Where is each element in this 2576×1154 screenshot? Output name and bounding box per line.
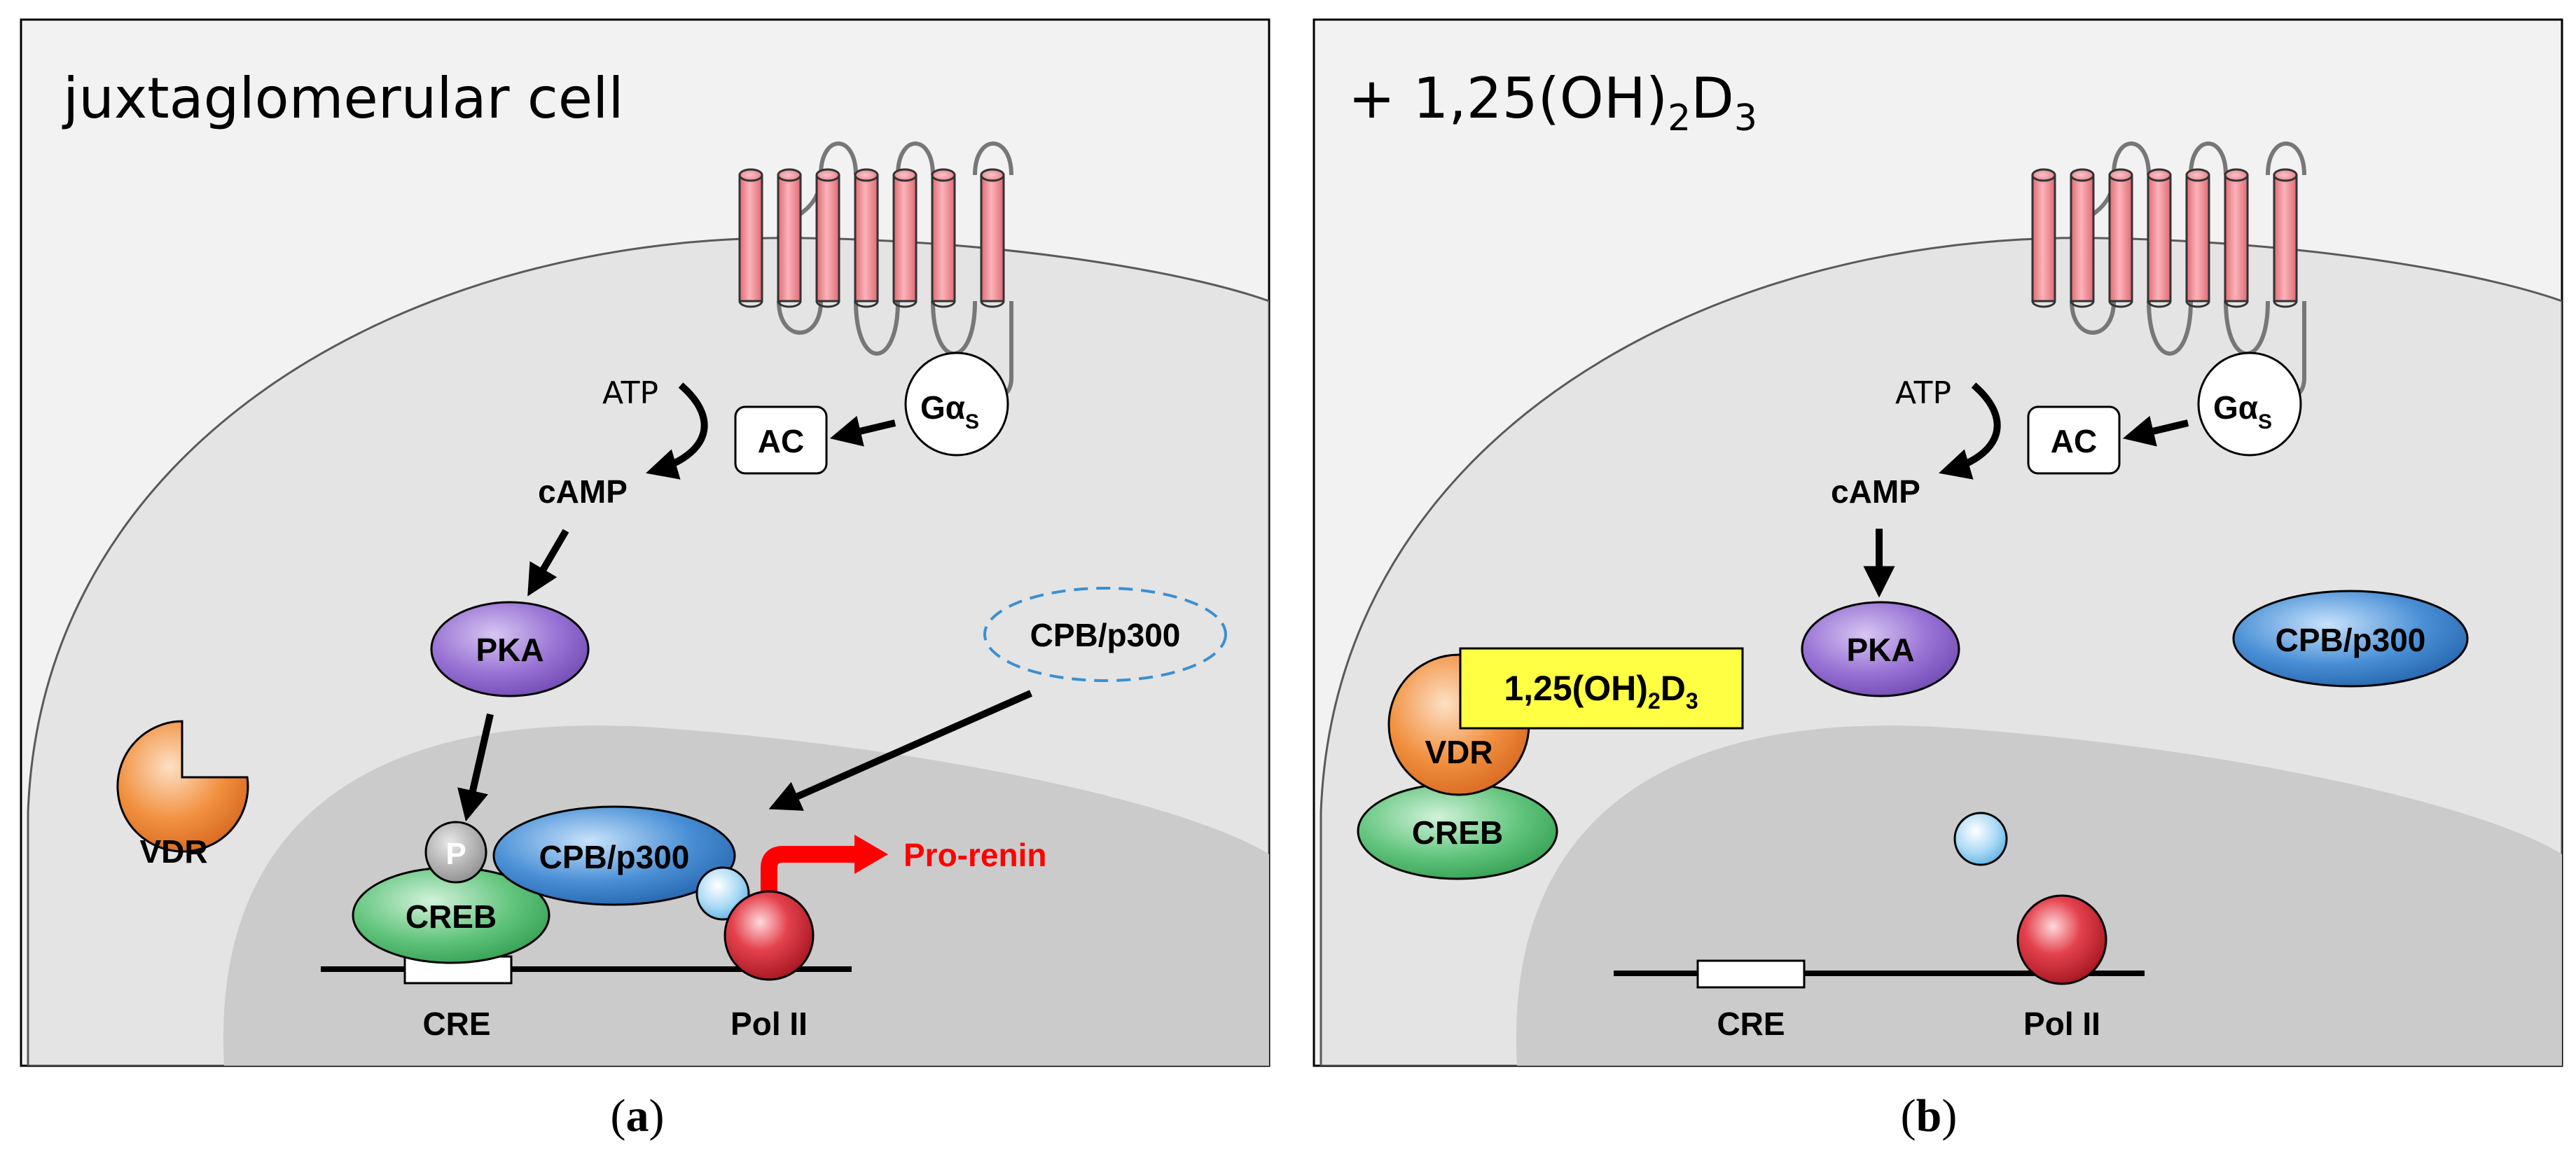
cre-label: CRE (422, 1006, 490, 1042)
panel-b: + 1,25(OH)2D3 GαS AC ATP cAMP PKA CPB/p3… (1313, 18, 2563, 1141)
cre-element-b (1696, 959, 1806, 989)
pro-renin-label: Pro-renin (903, 837, 1046, 873)
arrow-atp-to-camp-b (1939, 382, 2001, 480)
arrow-atp-to-camp (646, 382, 708, 480)
svg-text:CREB: CREB (406, 898, 497, 935)
svg-text:P: P (445, 837, 466, 871)
camp-label-b: cAMP (1831, 473, 1920, 510)
atp-label: ATP (602, 375, 658, 411)
g-alpha-s: GαS (904, 352, 1009, 457)
panel-a-caption: (a) (611, 1090, 665, 1141)
svg-text:GαS: GαS (2213, 389, 2272, 433)
arrow-gas-to-ac-b (2122, 415, 2189, 447)
pol-ii-label-b: Pol II (2023, 1006, 2100, 1042)
svg-text:AC: AC (758, 423, 804, 459)
pol-ii (723, 890, 815, 981)
adenylyl-cyclase: AC (734, 405, 828, 475)
g-alpha-s-b: GαS (2197, 352, 2302, 457)
transcription-arrow (761, 846, 860, 917)
svg-text:PKA: PKA (1846, 632, 1914, 668)
svg-text:VDR: VDR (139, 833, 207, 870)
cofactor-bubble-b (1953, 812, 2008, 866)
svg-text:CPB/p300: CPB/p300 (2276, 622, 2426, 658)
vdr-unbound: VDR (116, 720, 249, 870)
cbp-p300-b: CPB/p300 (2232, 590, 2469, 688)
cbp-p300-bound: CPB/p300 (492, 805, 736, 906)
panel-b-title: + 1,25(OH)2D3 (1348, 66, 1757, 139)
pka: PKA (430, 601, 590, 697)
phosphate: P (424, 821, 487, 884)
svg-text:PKA: PKA (476, 632, 543, 668)
pol-ii-label: Pol II (730, 1006, 808, 1042)
svg-text:AC: AC (2051, 423, 2097, 459)
arrow-pka-to-p (457, 713, 494, 822)
panel-a-title: juxtaglomerular cell (62, 66, 624, 131)
pka-b: PKA (1801, 601, 1960, 697)
ligand-box: 1,25(OH)2D3 (1459, 647, 1744, 730)
svg-text:CPB/p300: CPB/p300 (1030, 617, 1181, 653)
arrow-cbp-to-complex (768, 690, 1033, 811)
svg-text:GαS: GαS (920, 389, 979, 433)
cre-label-b: CRE (1717, 1006, 1785, 1042)
svg-text:CREB: CREB (1412, 814, 1503, 851)
arrow-camp-to-pka (527, 529, 569, 597)
svg-text:VDR: VDR (1425, 734, 1493, 770)
svg-text:1,25(OH)2D3: 1,25(OH)2D3 (1504, 669, 1698, 714)
cbp-p300-free: CPB/p300 (983, 587, 1227, 682)
camp-label: cAMP (538, 473, 628, 510)
svg-text:CPB/p300: CPB/p300 (539, 839, 690, 875)
atp-label-b: ATP (1895, 375, 1951, 411)
panel-b-caption: (b) (1901, 1090, 1958, 1141)
creb-b: CREB (1357, 782, 1558, 880)
arrow-gas-to-ac (829, 415, 896, 447)
adenylyl-cyclase-b: AC (2027, 405, 2121, 475)
panel-a: juxtaglomerular cell GαS AC ATP cAMP PKA (20, 18, 1270, 1141)
pol-ii-b (2016, 894, 2107, 985)
